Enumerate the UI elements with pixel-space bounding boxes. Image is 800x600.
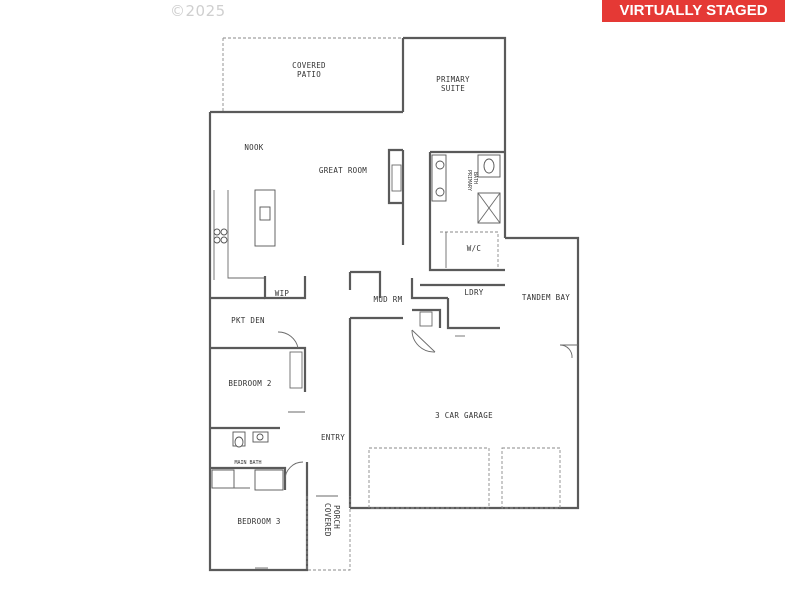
primary-bath-label: PRIMARY [466,170,472,191]
covered-patio-label: COVERED [292,61,326,70]
covered-porch-outline [306,495,351,571]
primary-suite-label: PRIMARY [436,75,470,84]
mud-rm-label: MUD RM [374,295,403,304]
primary-suite-walls [401,150,505,272]
fireplace [387,148,403,205]
ldry-label: LDRY [464,288,483,297]
bath-walls [210,431,304,569]
tandem-bay-label: TANDEM BAY [522,293,570,302]
bedroom-walls [210,296,307,430]
garage-label: 3 CAR GARAGE [435,411,493,420]
wip-label: WIP [275,289,290,298]
covered-porch-label: COVERED [323,503,332,537]
covered-patio-label-2: PATIO [297,70,321,79]
nook-label: NOOK [244,143,263,152]
bedroom-2-label: BEDROOM 2 [228,379,271,388]
entry-label: ENTRY [321,433,345,442]
wic-label: W/C [467,244,481,253]
virtually-staged-badge: VIRTUALLY STAGED [602,0,785,22]
main-bath-label: MAIN BATH [234,460,261,466]
kitchen-area [213,189,307,300]
mud-laundry-walls [348,270,505,353]
copyright-watermark: ©2025 [170,2,226,20]
covered-patio-outline [222,37,403,113]
great-room-label: GREAT ROOM [319,166,367,175]
primary-bath-label-2: BATH [472,172,478,184]
primary-suite-label-2: SUITE [441,84,465,93]
pkt-den-label: PKT DEN [231,316,265,325]
garage-details [368,335,578,509]
covered-porch-label-2: PORCH [332,505,341,529]
bedroom-3-label: BEDROOM 3 [237,517,280,526]
